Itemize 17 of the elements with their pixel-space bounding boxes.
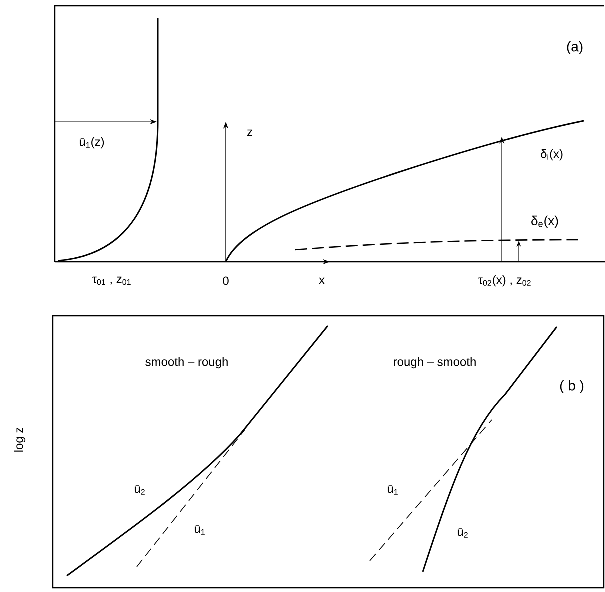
axis-label: z	[248, 130, 252, 136]
curve-label: smooth – rough	[146, 357, 228, 369]
curve-label: ū$_{1}$	[194, 525, 205, 535]
axis-label: τ$_{02}$(x) , z$_{02}$	[478, 275, 531, 287]
axis-label: x	[319, 278, 325, 284]
curve-label: rough – smooth	[394, 357, 476, 369]
curve-label: ū$_{2}$	[458, 528, 468, 538]
curve-label: ū$_{1}$	[388, 485, 398, 495]
curve-label: δ$_{i}$(x)	[541, 149, 563, 161]
curve-label: δ$_{e}$(x)	[532, 216, 558, 228]
axis-label: τ$_{01}$ , z$_{01}$	[92, 276, 131, 286]
panel-label: (a)	[567, 41, 583, 55]
curve-label: ū$_{1}$(z)	[80, 137, 104, 149]
axis-label: log z	[14, 428, 26, 452]
panel-label: ( b )	[560, 380, 584, 394]
axis-label: 0	[223, 276, 229, 286]
curve-label: ū$_{2}$	[134, 485, 145, 495]
